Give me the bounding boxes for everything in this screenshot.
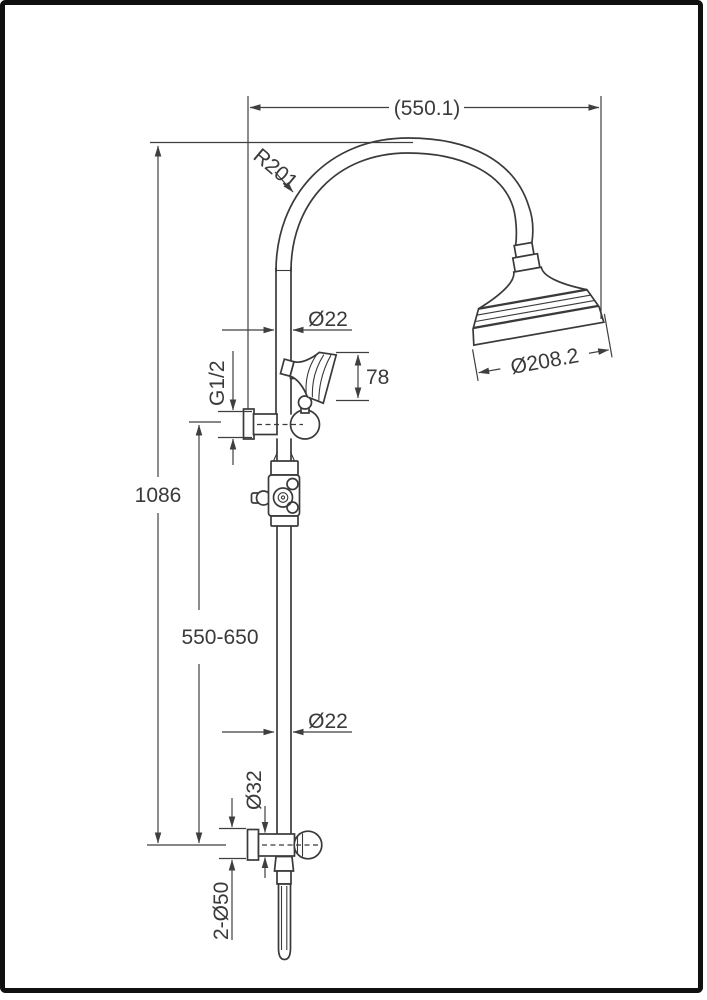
inlet-flange (242, 408, 255, 440)
rose-rim-groove (474, 299, 595, 323)
valve-taper-line (272, 451, 279, 462)
bracket-knob (297, 395, 313, 410)
overhead-rose: Ø208.2 (471, 241, 613, 382)
extension-line (471, 349, 479, 382)
dim-label-rose-diameter: Ø208.2 (509, 344, 581, 379)
dim-label-rail-diameter-upper: Ø22 (308, 308, 348, 331)
valve-collar-top (270, 460, 299, 476)
dim-label-hand-shower-height: 78 (366, 366, 389, 389)
valve-spindle-dot (280, 495, 286, 500)
rose-bell-outline (472, 266, 605, 347)
hand-shower-bell (289, 351, 338, 405)
dim-label-bend-radius: R201 (249, 144, 302, 194)
rose-rim-groove (478, 288, 588, 310)
dim-arrow-line (478, 367, 501, 375)
rose-rim-groove (476, 294, 591, 316)
valve-spindle-ring (272, 487, 294, 508)
dim-hand-shower-height: 78 (336, 351, 389, 402)
dim-label-inlet-thread: G1/2 (206, 360, 229, 406)
dim-inlet-thread: G1/2 (206, 351, 252, 465)
dim-outlet-diameter: Ø32 (243, 770, 269, 878)
leader-arrow-line (274, 171, 294, 193)
hand-shower (279, 351, 338, 405)
valve-spindle-ring (277, 492, 289, 503)
arc-inner-line (290, 152, 518, 272)
hand-shower-groove (305, 354, 318, 394)
hand-shower-head (279, 351, 338, 405)
dim-adjustable-range: 550-650 (181, 421, 259, 844)
extension-line (603, 313, 613, 358)
dim-label-overall-height: 1086 (135, 484, 182, 507)
dimensions: (550.1) R201 Ø22 78 G1/2 (135, 96, 602, 940)
dim-rail-diameter-upper: Ø22 (222, 308, 352, 334)
hose-drop-tube (277, 883, 292, 961)
rose-rim-groove (473, 304, 599, 330)
hose-connector (276, 870, 292, 885)
hand-shower-groove (311, 354, 325, 398)
valve-bolt (286, 477, 299, 491)
hand-shower-bracket (289, 395, 321, 440)
valve-bolt (286, 501, 299, 514)
dim-arrow-line (588, 348, 610, 355)
bottom-outlet-elbow (246, 828, 323, 961)
dim-label-outlet-diameter: Ø32 (243, 770, 266, 810)
valve-taper-line (289, 451, 296, 462)
valve-collar-bottom (270, 515, 299, 527)
shower-fixture: Ø208.2 (242, 137, 613, 961)
hose-nut (273, 855, 295, 872)
riser-pipe-upper (275, 267, 292, 415)
riser-pipe-lower (276, 525, 292, 835)
outlet-flange (246, 828, 260, 861)
diverter-valve (250, 438, 301, 527)
hand-shower-groove (318, 354, 332, 401)
dim-label-adjustable-range: 550-650 (181, 626, 258, 649)
dim-rail-diameter-lower: Ø22 (222, 710, 352, 736)
dim-label-flanges: 2-Ø50 (210, 882, 233, 940)
dim-overall-height: 1086 (135, 141, 413, 846)
curved-shower-arm (275, 137, 534, 272)
dim-label-overall-width: (550.1) (394, 97, 461, 120)
dim-flanges: 2-Ø50 (210, 798, 246, 940)
dim-bend-radius: R201 (249, 144, 302, 194)
dim-overall-width: (550.1) (247, 96, 602, 409)
wall-inlet-tee (242, 408, 278, 440)
arc-outer-line (275, 137, 534, 272)
dim-label-rail-diameter-lower: Ø22 (308, 710, 348, 733)
